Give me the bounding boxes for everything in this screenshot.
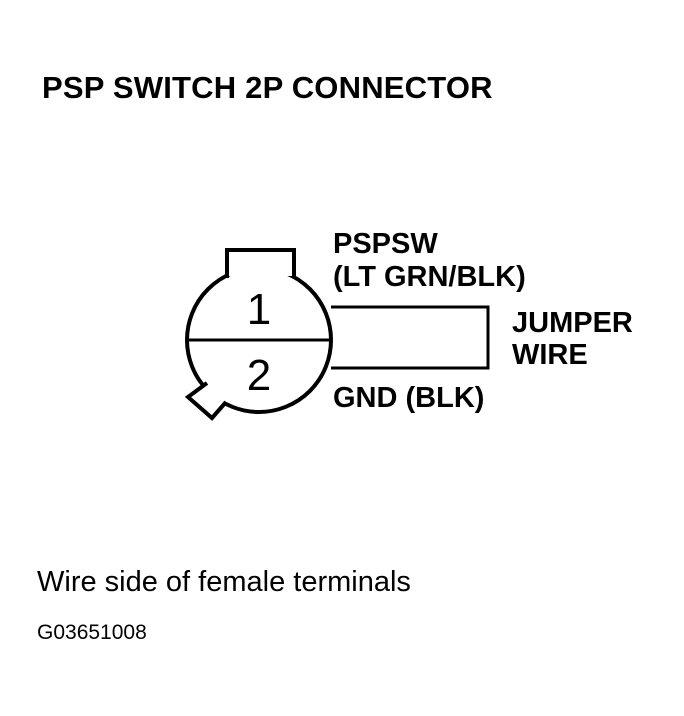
- jumper-wire-label-line1: JUMPER: [512, 307, 633, 339]
- jumper-wire: [331, 305, 490, 370]
- terminal-2-number: 2: [247, 351, 271, 400]
- terminal-2-wire-label: GND (BLK): [333, 382, 485, 414]
- connector-key-notch: [184, 381, 228, 421]
- jumper-wire-label-line2: WIRE: [512, 339, 588, 371]
- figure-id: G03651008: [37, 621, 147, 644]
- diagram-caption: Wire side of female terminals: [37, 566, 411, 598]
- terminal-1-wire-label: (LT GRN/BLK): [333, 261, 526, 293]
- terminal-1-name-label: PSPSW: [333, 228, 438, 260]
- diagram-title: PSP SWITCH 2P CONNECTOR: [42, 70, 493, 105]
- terminal-1-number: 1: [247, 285, 271, 334]
